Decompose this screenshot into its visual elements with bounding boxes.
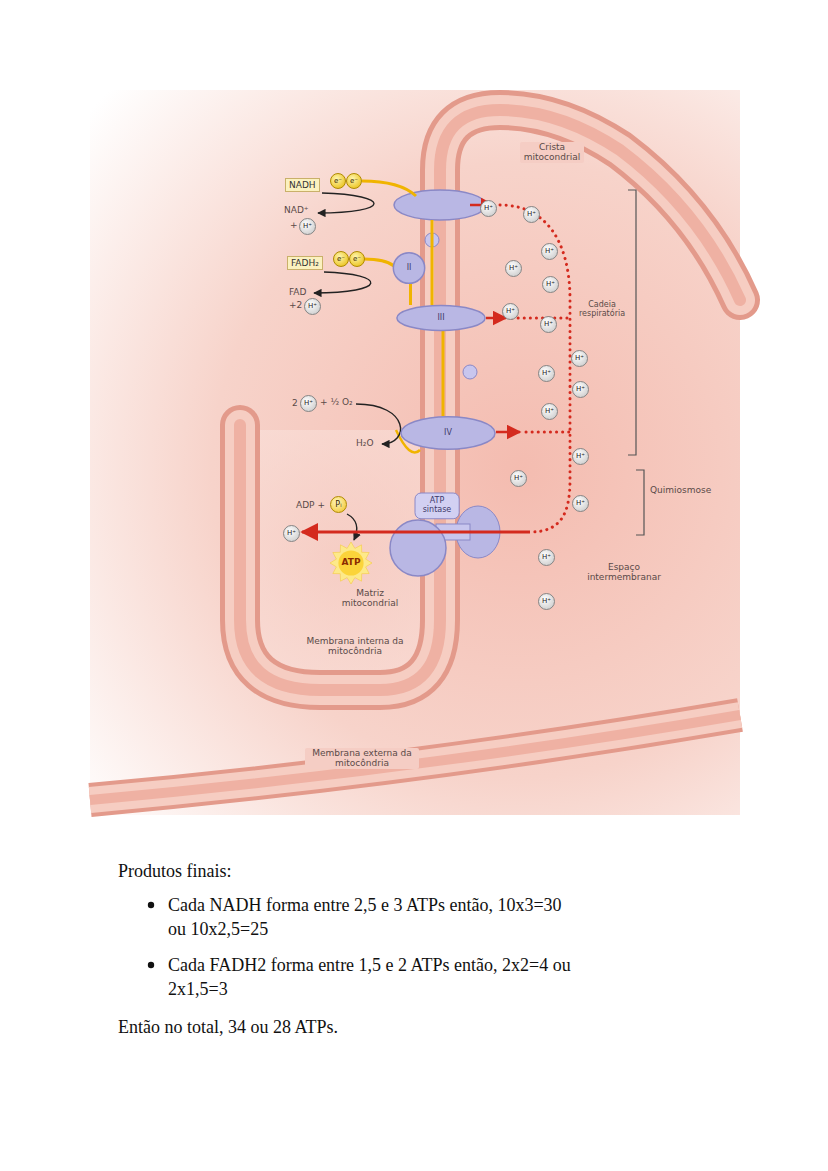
- proton: H⁺: [572, 381, 589, 398]
- mitochondrion-ground: [90, 90, 740, 815]
- region-label: Membrana externa da mitocôndria: [305, 748, 419, 769]
- bullet-text: Cada NADH forma entre 2,5 e 3 ATPs então…: [168, 893, 573, 941]
- proton: H⁺: [541, 403, 558, 420]
- electron-path: [364, 259, 394, 266]
- electron-path: [362, 181, 416, 196]
- molecule-label: FAD: [289, 287, 306, 297]
- electron: e⁻: [349, 251, 365, 267]
- coefficient: 2: [292, 398, 298, 408]
- proton: H⁺: [542, 276, 559, 293]
- cytochrome-c: [463, 365, 477, 379]
- inner-membrane: [240, 110, 740, 690]
- reaction-arrow: [347, 514, 357, 540]
- region-label: Espaço intermembranar: [582, 562, 666, 583]
- electron-connector: [409, 284, 412, 305]
- complex-three: III: [396, 305, 486, 331]
- region-label: Cadeia respiratória: [578, 300, 626, 318]
- heading: Produtos finais:: [118, 859, 232, 883]
- complex-four: IV: [400, 416, 496, 450]
- bullet: [148, 962, 154, 968]
- proton: H⁺: [505, 260, 522, 277]
- node-text: III: [437, 314, 444, 323]
- reaction-arrow: [318, 193, 374, 213]
- symbol: +: [290, 220, 298, 230]
- proton: H⁺: [538, 365, 555, 382]
- proton: H⁺: [283, 525, 300, 542]
- proton: H⁺: [572, 448, 589, 465]
- complex-two: II: [393, 252, 425, 284]
- bullet-text: Cada FADH2 forma entre 1,5 e 2 ATPs entã…: [168, 953, 573, 1001]
- proton: H⁺: [304, 298, 321, 315]
- proton: H⁺: [480, 200, 497, 217]
- outer-membrane: [90, 715, 740, 800]
- molecule-label: NAD⁺: [284, 205, 309, 215]
- complex-shape: [415, 493, 459, 519]
- symbol: +2: [289, 300, 302, 310]
- atp-product: ATP: [330, 542, 372, 584]
- bracket: [636, 470, 644, 535]
- region-label: Quimiosmose: [650, 485, 711, 495]
- proton: H⁺: [540, 316, 557, 333]
- electron-connector: [442, 331, 445, 416]
- proton: H⁺: [510, 470, 527, 487]
- bracket: [628, 190, 636, 455]
- region-label: Crista mitocondrial: [520, 142, 584, 163]
- proton: H⁺: [538, 549, 555, 566]
- proton: H⁺: [299, 218, 316, 235]
- region-label: Membrana interna da mitocôndria: [300, 636, 410, 657]
- molecule-label: ADP +: [296, 500, 325, 510]
- proton: H⁺: [571, 350, 588, 367]
- proton-gradient-path: [500, 205, 570, 532]
- complex-shape: [397, 306, 485, 331]
- node-text: II: [407, 264, 412, 273]
- reaction-arrow: [314, 272, 371, 293]
- molecule-label: FADH₂: [287, 256, 323, 270]
- proton: H⁺: [538, 593, 555, 610]
- electron-path: [431, 220, 434, 305]
- proton: H⁺: [300, 395, 317, 412]
- proton: H⁺: [541, 243, 558, 260]
- electron: e⁻: [346, 173, 362, 189]
- bullet: [148, 902, 154, 908]
- proton-pump-arrow: [496, 431, 520, 434]
- complex-shape: [393, 253, 424, 284]
- region-label: Matriz mitocondrial: [335, 588, 405, 609]
- proton-flow-arrow: [302, 531, 530, 534]
- node-text: IV: [444, 429, 452, 438]
- atp-synthase-label: ATP sintase: [414, 492, 460, 520]
- summary-text: Então no total, 34 ou 28 ATPs.: [118, 1015, 338, 1039]
- electron: e⁻: [330, 173, 346, 189]
- node-text: ATP: [341, 558, 360, 568]
- molecule-label: H₂O: [356, 438, 373, 448]
- proton: H⁺: [502, 303, 519, 320]
- electron: e⁻: [333, 251, 349, 267]
- proton: H⁺: [523, 206, 540, 223]
- sunburst: [330, 542, 372, 584]
- proton-pump-arrow: [486, 317, 506, 320]
- sunburst-core: [338, 550, 363, 575]
- proton: H⁺: [572, 495, 589, 512]
- complex-shape: [401, 417, 495, 450]
- node-text: ATP sintase: [418, 497, 456, 515]
- molecule-label: + ½ O₂: [320, 397, 353, 407]
- phosphate: Pᵢ: [330, 496, 347, 513]
- molecule-label: NADH: [285, 178, 320, 192]
